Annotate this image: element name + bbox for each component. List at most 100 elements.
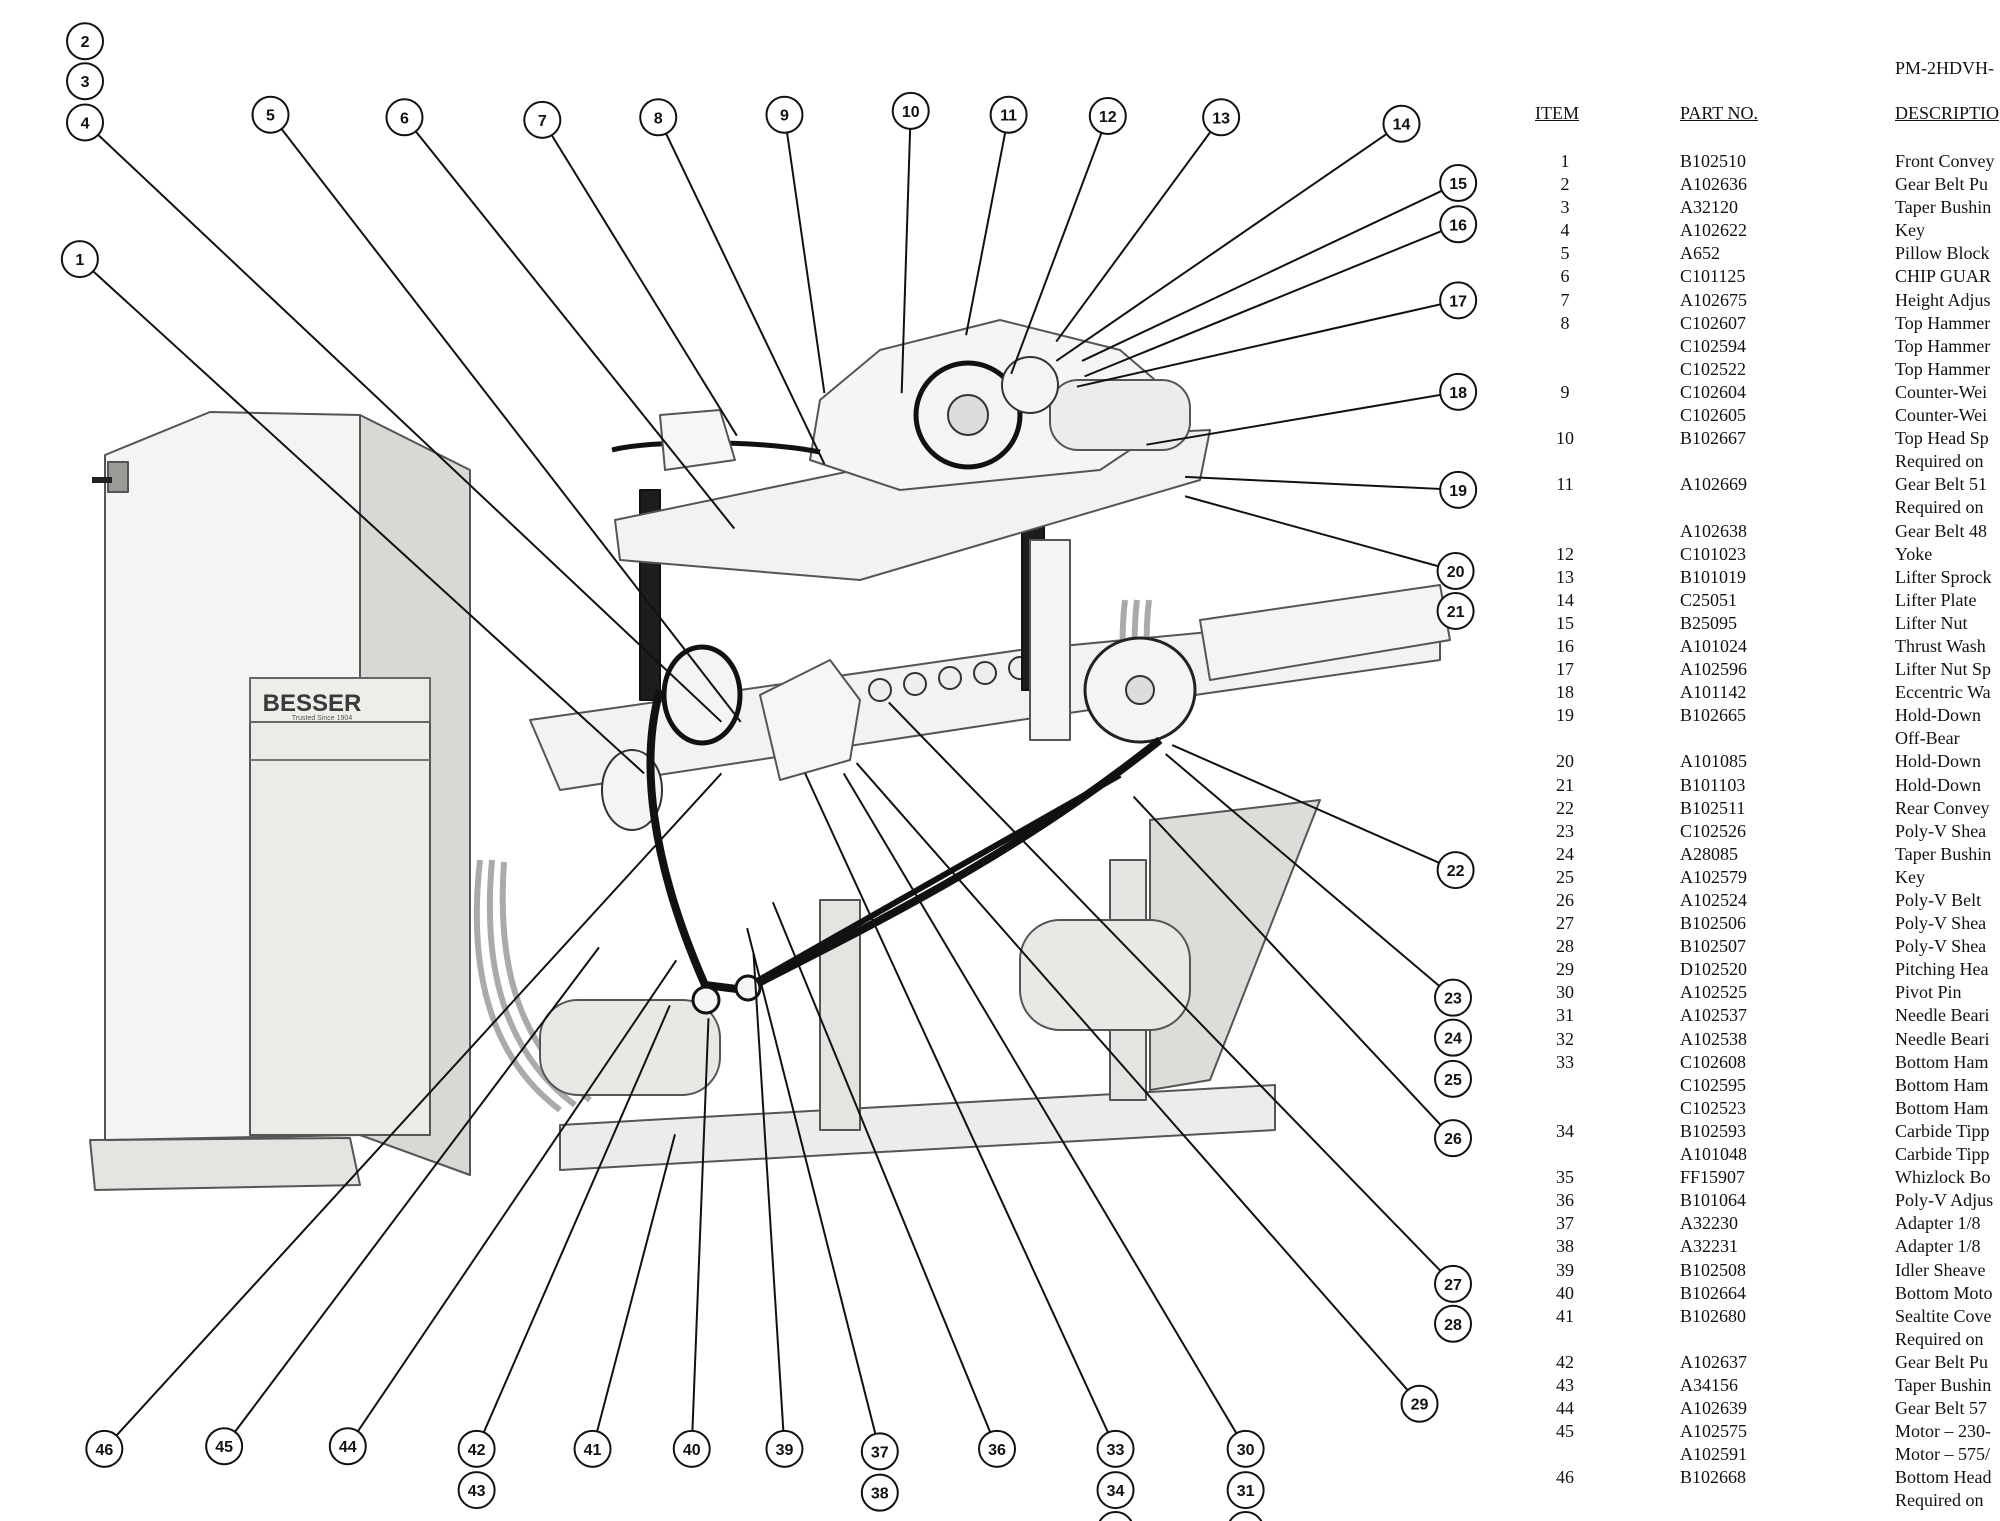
row-item-number: 46	[1556, 1467, 1574, 1488]
row-description: Carbide Tipp	[1895, 1144, 1990, 1165]
row-item-number: 15	[1556, 612, 1574, 633]
row-item-number: 28	[1556, 936, 1574, 957]
callout-11: 11	[989, 95, 1028, 134]
row-part-number: C102608	[1680, 1051, 1747, 1072]
callout-1: 1	[60, 240, 99, 279]
callout-label: 23	[1444, 991, 1462, 1008]
callout-label: 40	[683, 1442, 701, 1459]
leader-line	[771, 901, 998, 1450]
callout-label: 7	[538, 113, 547, 130]
row-item-number: 38	[1556, 1236, 1574, 1257]
callout-label: 2	[81, 34, 90, 51]
row-part-number: C102607	[1680, 312, 1747, 333]
row-item-number: 44	[1556, 1398, 1574, 1419]
row-item-number: 22	[1556, 797, 1574, 818]
leader-line	[1165, 753, 1454, 999]
row-description: Bottom Ham	[1895, 1051, 1989, 1072]
row-part-number: B102507	[1680, 936, 1747, 957]
callout-circle	[1382, 104, 1421, 143]
callout-circle	[860, 1473, 899, 1512]
row-description: Motor – 575/	[1895, 1444, 1991, 1465]
callout-36: 36	[978, 1429, 1017, 1468]
row-item-number: 43	[1556, 1374, 1574, 1395]
row-description: Hold-Down	[1895, 705, 1981, 726]
callout-38: 38	[860, 1473, 899, 1512]
callout-42: 42	[457, 1429, 496, 1468]
callout-label: 30	[1237, 1442, 1255, 1459]
row-item-number: 34	[1556, 1120, 1574, 1141]
row-item-number: 8	[1560, 312, 1570, 333]
callout-23: 23	[1434, 978, 1473, 1017]
row-part-number: B102506	[1680, 913, 1747, 934]
top-motor	[1049, 379, 1191, 451]
row-item-number: 42	[1556, 1351, 1574, 1372]
callout-39: 39	[765, 1429, 804, 1468]
lifter-sprocket	[1001, 356, 1059, 414]
row-description: Rear Convey	[1895, 797, 1990, 818]
row-item-number: 41	[1556, 1305, 1574, 1326]
leader-line	[403, 116, 736, 530]
leader-line	[223, 946, 600, 1447]
row-part-number: A32230	[1680, 1213, 1738, 1234]
callout-25: 25	[1434, 1059, 1473, 1098]
callout-46: 46	[85, 1429, 124, 1468]
row-part-number: A102622	[1680, 220, 1747, 241]
machine-illustration	[89, 319, 1451, 1191]
callout-circle	[66, 62, 105, 101]
row-part-number: B101064	[1680, 1190, 1747, 1211]
row-description: Off-Bear	[1895, 728, 1960, 749]
callout-label: 43	[468, 1483, 486, 1500]
callout-circle	[1434, 1304, 1473, 1343]
callout-43: 43	[457, 1471, 496, 1510]
row-description: Adapter 1/8	[1895, 1213, 1981, 1234]
row-part-number: B102664	[1680, 1282, 1747, 1303]
row-description: Bottom Ham	[1895, 1097, 1989, 1118]
row-item-number: 36	[1556, 1190, 1574, 1211]
callout-19: 19	[1439, 470, 1478, 509]
callout-28: 28	[1434, 1304, 1473, 1343]
row-item-number: 37	[1556, 1213, 1574, 1234]
callout-29: 29	[1400, 1384, 1439, 1423]
callout-label: 19	[1449, 483, 1467, 500]
callout-circle	[1228, 1511, 1263, 1521]
row-item-number: 21	[1556, 774, 1574, 795]
leader-lines	[79, 110, 1459, 1452]
callout-5: 5	[251, 95, 290, 134]
callout-circle	[1096, 1429, 1135, 1468]
leader-line	[346, 959, 678, 1447]
row-part-number: A102669	[1680, 474, 1747, 495]
row-description: Poly-V Adjus	[1895, 1190, 1994, 1211]
row-item-number: 1	[1560, 151, 1570, 171]
row-description: Required on	[1895, 1328, 1984, 1349]
callout-circle	[66, 103, 105, 142]
callout-18: 18	[1439, 372, 1478, 411]
table-row: Required on	[1515, 1489, 2000, 1512]
row-description: Gear Belt 51	[1895, 474, 1987, 495]
row-part-number: B102510	[1680, 151, 1747, 171]
row-item-number: 6	[1560, 266, 1570, 287]
callout-circle	[1098, 1511, 1133, 1521]
row-part-number: A34156	[1680, 1374, 1738, 1395]
bottom-motor	[539, 999, 721, 1096]
callout-circle	[1439, 164, 1478, 203]
row-description: Poly-V Shea	[1895, 913, 1987, 934]
callout-label: 4	[81, 115, 90, 132]
